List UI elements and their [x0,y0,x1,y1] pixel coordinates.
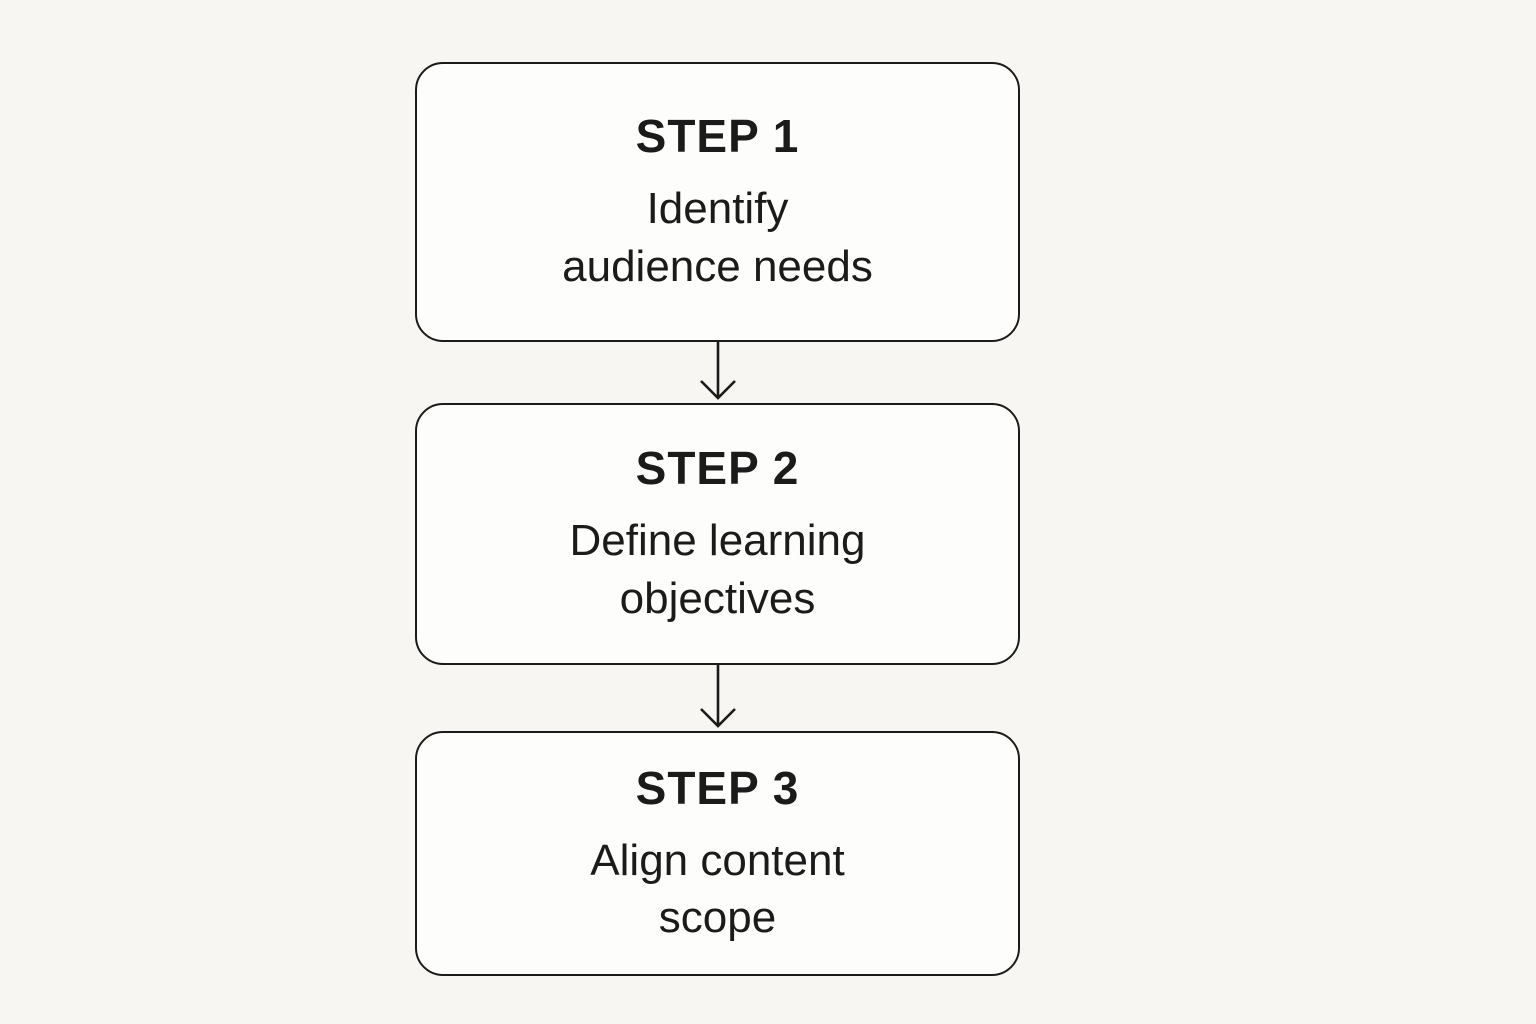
arrow-down-icon [699,342,736,400]
step-2-box: STEP 2 Define learning objectives [415,403,1020,665]
step-1-description: Identify audience needs [562,184,873,291]
step-3-description: Align content scope [590,835,845,943]
step-3-label: STEP 3 [635,761,800,814]
arrow-down-icon [699,665,736,728]
step-2-label: STEP 2 [635,442,800,495]
step-2-description: Define learning objectives [569,516,866,623]
step-1-label: STEP 1 [635,110,800,163]
step-3-box: STEP 3 Align content scope [415,731,1020,976]
step-1-box: STEP 1 Identify audience needs [415,62,1020,342]
flowchart: STEP 1 Identify audience needs STEP 2 De… [415,62,1020,976]
